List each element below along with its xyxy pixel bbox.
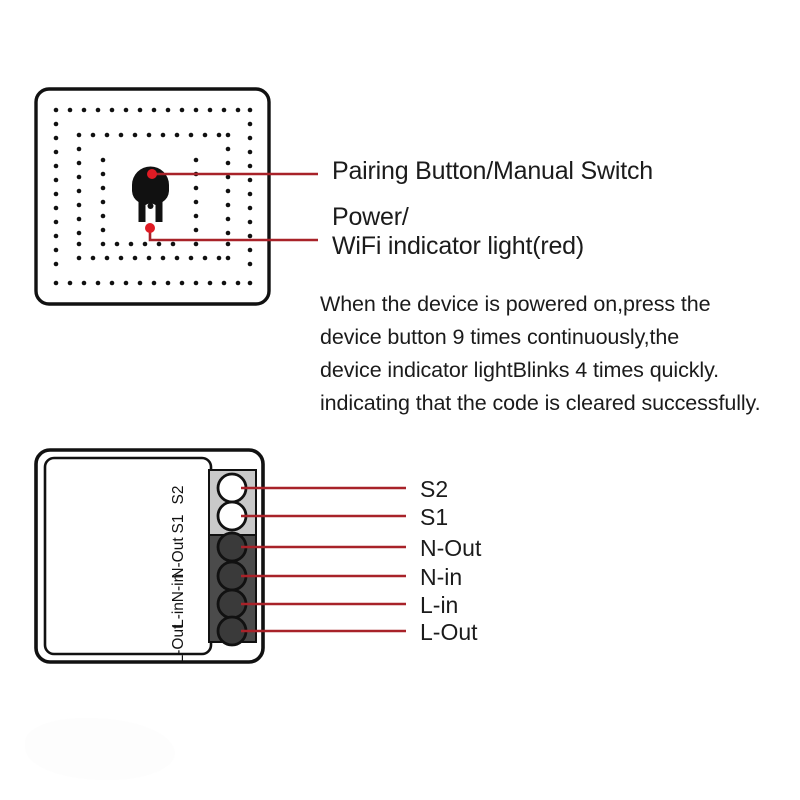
callout-label-pairing: Pairing Button/Manual Switch <box>332 157 653 185</box>
power-indicator-dot <box>145 223 155 233</box>
instruction-line-3: device indicator lightBlinks 4 times qui… <box>320 358 719 382</box>
terminal-callout-s2: S2 <box>420 476 449 502</box>
instruction-line-2: device button 9 times continuously,the <box>320 325 680 349</box>
background-watermark <box>25 718 175 780</box>
panel-dot-ring-inner <box>76 132 231 261</box>
smart-switch-module: S2 S1 N-Out N-in L-in L-Out <box>34 448 265 664</box>
button-center-dot <box>147 203 154 209</box>
module-silk-labels: S2 S1 N-Out N-in L-in L-Out <box>170 486 187 664</box>
silk-s2: S2 <box>170 486 187 505</box>
terminal-callout-s1: S1 <box>420 504 449 530</box>
pairing-button-icon[interactable] <box>132 166 169 223</box>
pairing-indicator-dot <box>147 169 157 179</box>
panel-dot-ring-outer <box>53 107 253 286</box>
terminal-callout-n-out: N-Out <box>420 535 482 561</box>
terminal-callout-l-out: L-Out <box>420 619 478 645</box>
terminal-callout-l-in: L-in <box>420 592 459 618</box>
module-callout-leaders <box>241 486 406 633</box>
wall-switch-panel <box>34 87 271 306</box>
callout-label-power-line2: WiFi indicator light(red) <box>332 232 585 260</box>
silk-l-out: L-Out <box>170 624 187 663</box>
silk-l-in: L-in <box>170 602 187 628</box>
silk-n-out: N-Out <box>170 537 187 579</box>
callout-label-power-line1: Power/ <box>332 203 409 231</box>
silk-n-in: N-in <box>170 574 187 602</box>
instruction-line-1: When the device is powered on,press the <box>320 292 711 316</box>
silk-s1: S1 <box>170 515 187 534</box>
terminal-callout-n-in: N-in <box>420 564 463 590</box>
instruction-line-4: indicating that the code is cleared succ… <box>320 391 761 415</box>
